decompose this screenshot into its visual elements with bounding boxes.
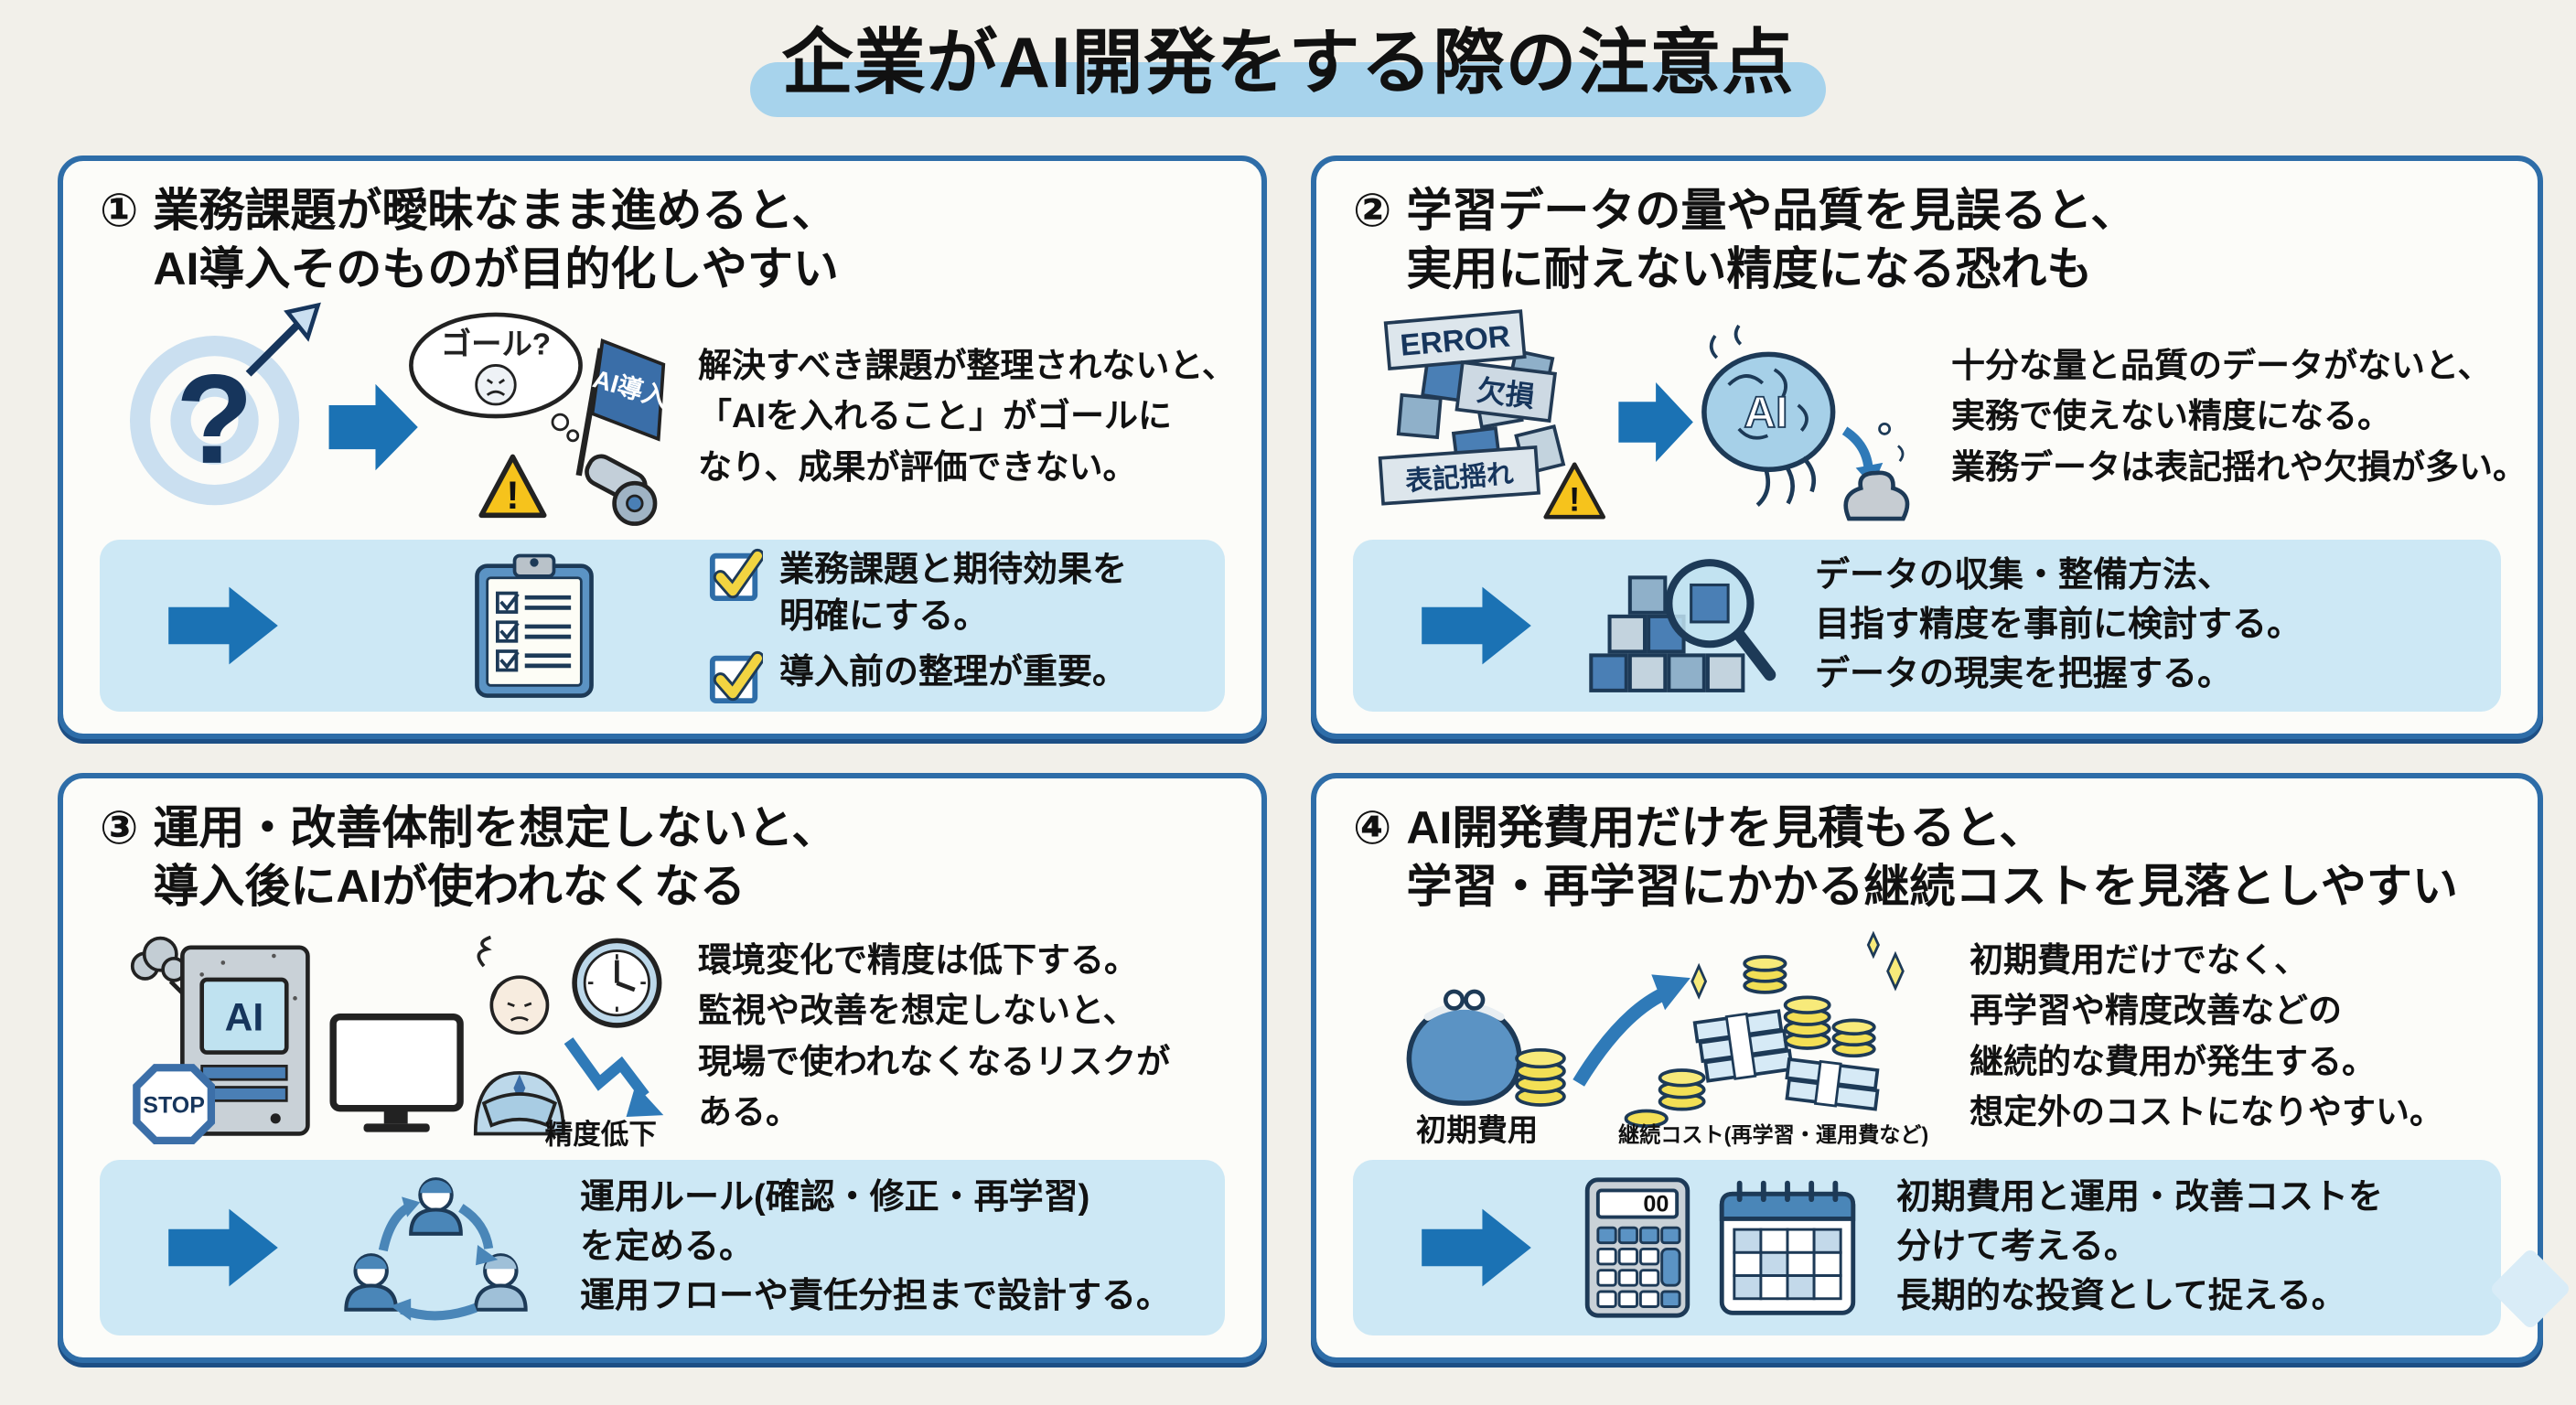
panel-4-illustration: 初期費用	[1406, 930, 1928, 1147]
panel-1-number: ①	[100, 185, 139, 236]
panel-2-solution-box: データの収集・整備方法、 目指す精度を事前に検討する。 データの現実を把握する。	[1353, 540, 2501, 712]
calculator-icon: 00	[1584, 1177, 1690, 1318]
person-icon	[344, 1253, 399, 1312]
page-title: 企業がAI開発をする際の注意点	[750, 5, 1826, 117]
panel-3-illustration: AI STOP	[130, 935, 664, 1150]
svg-text:!: !	[506, 474, 519, 518]
panel-3-solution-text: 運用ルール(確認・修正・再学習) を定める。 運用フローや責任分担まで設計する。	[580, 1178, 1172, 1316]
svg-text:欠損: 欠損	[1476, 373, 1537, 413]
people-cycle-icon	[344, 1177, 528, 1322]
check-item: 業務課題と期待効果を 明確にする。	[708, 547, 1127, 641]
calendar-icon	[1719, 1180, 1856, 1315]
panel-4-heading-line1: AI開発費用だけを見積もると、	[1406, 802, 2045, 853]
blank-monitor-icon	[329, 1013, 464, 1132]
panel-3-heading-line1: 運用・改善体制を想定しないと、	[153, 802, 838, 853]
coin-purse-icon	[1406, 989, 1522, 1106]
panel-3-solution-box: 運用ルール(確認・修正・再学習) を定める。 運用フローや責任分担まで設計する。	[100, 1160, 1225, 1336]
panel-3-body-text: 環境変化で精度は低下する。 監視や改善を想定しないと、 現場で使われなくなるリス…	[698, 940, 1171, 1132]
solution-arrow-icon	[168, 586, 278, 665]
checklist-clipboard-icon	[475, 553, 594, 698]
svg-text:AI: AI	[225, 995, 264, 1039]
person-icon	[473, 1253, 528, 1312]
checkbox-check-icon	[709, 651, 763, 704]
warning-triangle-icon: !	[1543, 462, 1606, 520]
target-question-icon: ?	[129, 302, 321, 506]
svg-text:表記揺れ: 表記揺れ	[1404, 458, 1515, 497]
title-highlight-bar	[750, 62, 1826, 117]
stop-sign-icon: STOP	[133, 1063, 216, 1144]
panel-2-heading-line1: 学習データの量や品質を見誤ると、	[1406, 185, 2137, 236]
svg-text:?: ?	[176, 349, 253, 490]
panel-2-solution-text: データの収集・整備方法、 目指す精度を事前に検討する。 データの現実を把握する。	[1815, 556, 2302, 693]
panel-3-middle: AI STOP	[100, 921, 1225, 1152]
panel-1-solution-box: 業務課題と期待効果を 明確にする。 導入前の整理が重要。	[100, 540, 1225, 712]
panel-4-solution-box: 00	[1353, 1160, 2501, 1336]
solution-arrow-icon	[1422, 1208, 1531, 1287]
panel-1-body-text: 解決すべき課題が整理されないと、 「AIを入れること」がゴールに なり、成果が評…	[698, 346, 1236, 486]
messy-data-tiles-icon: ERROR 欠損 表記揺れ	[1378, 309, 1566, 506]
sparkle-icon	[1690, 962, 1708, 1000]
panel-4-cost: ④ AI開発費用だけを見積もると、 学習・再学習にかかる継続コストを見落としやす…	[1311, 773, 2543, 1363]
svg-text:!: !	[1569, 480, 1580, 519]
panel-4-middle: 初期費用	[1353, 921, 2501, 1152]
svg-text:ゴール?: ゴール?	[441, 327, 551, 361]
small-coin-stack-icon	[1515, 1047, 1566, 1107]
svg-text:AI: AI	[1744, 388, 1787, 437]
panel-1-illustration: ? ゴール? AI導入	[129, 302, 671, 526]
sparkle-icon	[1886, 950, 1905, 992]
ai-brain-icon: AI	[1701, 324, 1836, 507]
robot-arm-flag-icon: AI導入	[575, 338, 671, 526]
panel-1-middle: ? ゴール? AI導入	[100, 302, 1236, 531]
person-icon	[409, 1177, 463, 1237]
panel-1-heading-line1: 業務課題が曖昧なまま進めると、	[153, 185, 838, 236]
panel-1-heading-line2: AI導入そのものが目的化しやすい	[153, 243, 839, 295]
flow-arrow-icon	[1618, 381, 1693, 462]
clock-icon	[572, 938, 662, 1028]
panel-2-body-text: 十分な量と品質のデータがないと、 実務で使えない精度になる。 業務データは表記揺…	[1951, 346, 2527, 486]
money-pile-icon	[1624, 930, 1905, 1128]
svg-text:精度低下: 精度低下	[545, 1119, 657, 1150]
checkbox-check-icon	[709, 548, 763, 601]
worried-worker-icon	[473, 935, 565, 1135]
page-title-text: 企業がAI開発をする際の注意点	[781, 22, 1795, 102]
panel-2-heading: ② 学習データの量や品質を見誤ると、 実用に耐えない精度になる恐れも	[1353, 181, 2501, 298]
check-item: 導入前の整理が重要。	[708, 649, 1127, 704]
solution-arrow-icon	[1422, 586, 1531, 665]
svg-text:STOP: STOP	[143, 1092, 205, 1118]
panel-3-heading: ③ 運用・改善体制を想定しないと、 導入後にAIが使われなくなる	[100, 799, 1225, 917]
initial-cost-label: 初期費用	[1416, 1113, 1538, 1147]
solution-arrow-icon	[168, 1208, 278, 1287]
panel-1-check-list: 業務課題と期待効果を 明確にする。 導入前の整理が重要。	[708, 547, 1127, 705]
panel-2-illustration: ERROR 欠損 表記揺れ !	[1378, 309, 1910, 521]
panel-2-middle: ERROR 欠損 表記揺れ !	[1353, 302, 2527, 531]
bad-output-blob-icon	[1841, 422, 1910, 521]
smoke-puff-icon	[130, 936, 188, 994]
panel-4-body-text: 初期費用だけでなく、 再学習や精度改善などの 継続的な費用が発生する。 想定外の…	[1970, 940, 2443, 1132]
continuous-cost-label: 継続コスト(再学習・運用費など)	[1618, 1122, 1928, 1146]
panel-4-number: ④	[1353, 802, 1392, 853]
panel-1-problem-definition: ① 業務課題が曖昧なまま進めると、 AI導入そのものが目的化しやすい ?	[58, 156, 1267, 739]
panel-4-solution-text: 初期費用と運用・改善コストを 分けて考える。 長期的な投資として捉える。	[1896, 1178, 2384, 1316]
svg-text:00: 00	[1643, 1192, 1669, 1217]
sparkle-icon	[1866, 930, 1880, 959]
panel-4-heading: ④ AI開発費用だけを見積もると、 学習・再学習にかかる継続コストを見落としやす…	[1353, 799, 2501, 917]
flow-arrow-icon	[328, 383, 418, 471]
panel-4-heading-line2: 学習・再学習にかかる継続コストを見落としやすい	[1406, 861, 2458, 912]
panel-2-data-quality: ② 学習データの量や品質を見誤ると、 実用に耐えない精度になる恐れも ERROR	[1311, 156, 2543, 739]
panel-3-heading-line2: 導入後にAIが使われなくなる	[153, 861, 746, 912]
warning-triangle-icon: !	[478, 454, 547, 519]
goal-thought-cloud-icon: ゴール?	[409, 312, 583, 443]
panel-3-operations: ③ 運用・改善体制を想定しないと、 導入後にAIが使われなくなる AI	[58, 773, 1267, 1363]
accuracy-decline-arrow-icon: 精度低下	[545, 1036, 664, 1150]
data-inspection-magnifier-icon	[1589, 559, 1776, 692]
page-title-wrap: 企業がAI開発をする際の注意点	[0, 5, 2576, 117]
growth-arrow-icon	[1572, 973, 1690, 1087]
panel-2-number: ②	[1353, 185, 1392, 236]
panel-3-number: ③	[100, 802, 139, 853]
panel-2-heading-line2: 実用に耐えない精度になる恐れも	[1406, 243, 2093, 295]
panel-1-heading: ① 業務課題が曖昧なまま進めると、 AI導入そのものが目的化しやすい	[100, 181, 1225, 298]
